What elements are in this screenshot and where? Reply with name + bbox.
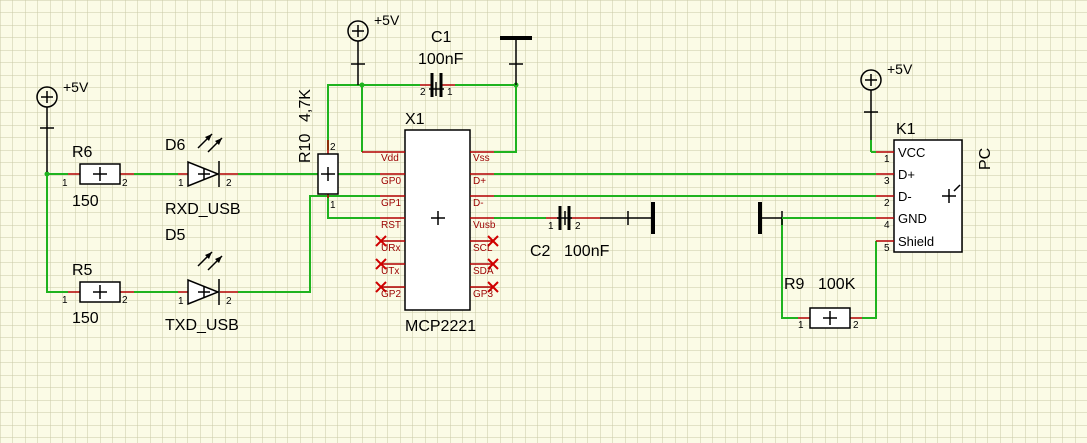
- connector-k1[interactable]: 1 3 2 4 5 VCC D+ D- GND Shield K1 PC: [876, 121, 994, 254]
- ic-x1[interactable]: Vdd GP0 GP1 RST URx UTx GP2 Vss D+ D- Vu…: [362, 111, 499, 335]
- c1-ref: C1: [431, 29, 452, 46]
- pin-name: SDA: [473, 266, 494, 277]
- pin-name: GND: [898, 211, 927, 226]
- r6-value: 150: [72, 193, 99, 210]
- d5-value: TXD_USB: [165, 317, 239, 334]
- d6-value: RXD_USB: [165, 201, 241, 218]
- pin-number: 2: [575, 221, 581, 232]
- pin-name: GP0: [381, 176, 401, 187]
- pin-name: Shield: [898, 234, 934, 249]
- pin-name: D-: [473, 198, 484, 209]
- pin-number: 1: [62, 295, 68, 306]
- pin-name: Vusb: [473, 220, 496, 231]
- wire-r10-vdd[interactable]: [327, 84, 420, 150]
- wires: [46, 84, 877, 319]
- pin-number: 5: [884, 243, 890, 254]
- pin-name: D+: [473, 176, 486, 187]
- k1-value: PC: [977, 148, 994, 170]
- pin-name: SCL: [473, 243, 493, 254]
- d5-ref: D5: [165, 227, 186, 244]
- resistor-r10[interactable]: 2 1 R10 4,7K: [297, 89, 339, 211]
- power-symbol-left[interactable]: +5V: [36, 79, 89, 172]
- junction-dot: [44, 171, 50, 177]
- pin-name: VCC: [898, 145, 925, 160]
- power-label-left: +5V: [63, 79, 89, 95]
- pin-number: 2: [122, 178, 128, 189]
- junction-dot: [359, 82, 365, 88]
- ground-symbol-c2[interactable]: [600, 202, 655, 234]
- light-arrows-icon: [197, 251, 223, 271]
- ground-symbol-k1[interactable]: [758, 202, 876, 234]
- power-label-mid: +5V: [374, 12, 400, 28]
- wire-vss-gnd[interactable]: [494, 85, 517, 153]
- r10-ref: R10: [297, 134, 314, 163]
- ic-left-pin-stubs: [362, 151, 405, 288]
- led-d6[interactable]: 1 2 D6 RXD_USB: [165, 133, 241, 218]
- pin-number: 1: [798, 320, 804, 331]
- pin-name: RST: [381, 220, 401, 231]
- pin-number: 1: [548, 221, 554, 232]
- pin-number: 2: [420, 87, 426, 98]
- r9-value: 100K: [818, 276, 856, 293]
- pin-name: GP3: [473, 289, 493, 300]
- resistor-r5[interactable]: 1 2 R5 150: [62, 262, 134, 327]
- d6-ref: D6: [165, 137, 186, 154]
- r6-ref: R6: [72, 144, 93, 161]
- wire-r9-left[interactable]: [781, 218, 798, 319]
- c2-value: 100nF: [564, 243, 610, 260]
- pin-name: GP2: [381, 289, 401, 300]
- pin-number: 3: [884, 176, 890, 187]
- resistor-r9[interactable]: 1 2 R9 100K: [784, 276, 862, 331]
- x1-value: MCP2221: [405, 318, 476, 335]
- pin-number: 2: [330, 142, 336, 153]
- pin-number: 2: [884, 198, 890, 209]
- power-symbol-mid[interactable]: +5V: [347, 12, 400, 85]
- pin-name: GP1: [381, 198, 401, 209]
- pin-name: URx: [381, 243, 400, 254]
- pin-name: Vdd: [381, 153, 399, 164]
- k1-ref: K1: [896, 121, 916, 138]
- pin-name: UTx: [381, 266, 399, 277]
- pin-name: D+: [898, 167, 915, 182]
- ground-symbol-top[interactable]: [500, 36, 532, 85]
- pin-number: 1: [178, 178, 184, 189]
- pin-number: 1: [884, 154, 890, 165]
- pin-number: 4: [884, 220, 890, 231]
- pin-number: 1: [447, 87, 453, 98]
- pin-number: 2: [853, 320, 859, 331]
- r10-value: 4,7K: [297, 89, 314, 122]
- capacitor-c1[interactable]: 2 1 C1 100nF: [418, 29, 464, 98]
- resistor-r6[interactable]: 1 2 R6 150: [62, 144, 134, 210]
- wire-left-rail[interactable]: [46, 172, 68, 293]
- no-connect-icon: [375, 235, 499, 293]
- connector-pin-stubs: [876, 151, 894, 242]
- capacitor-c2[interactable]: 1 2 C2 100nF: [530, 206, 610, 260]
- pin-number: 1: [330, 200, 336, 211]
- led-d5[interactable]: 1 2 D5 TXD_USB: [165, 227, 239, 334]
- wire-r9-right[interactable]: [862, 241, 877, 319]
- light-arrows-icon: [197, 133, 223, 153]
- pin-number: 1: [62, 178, 68, 189]
- pin-number: 1: [178, 296, 184, 307]
- r5-ref: R5: [72, 262, 93, 279]
- pin-number: 2: [226, 296, 232, 307]
- power-label-right: +5V: [887, 61, 913, 77]
- pin-number: 2: [122, 295, 128, 306]
- pin-name: Vss: [473, 153, 490, 164]
- r9-ref: R9: [784, 276, 805, 293]
- ic-right-pin-stubs: [470, 151, 494, 288]
- r5-value: 150: [72, 310, 99, 327]
- c2-ref: C2: [530, 243, 551, 260]
- x1-ref: X1: [405, 111, 425, 128]
- pin-number: 2: [226, 178, 232, 189]
- power-symbol-right[interactable]: +5V: [860, 61, 913, 153]
- pin-name: D-: [898, 189, 912, 204]
- wire-r10-rst[interactable]: [327, 196, 380, 219]
- c1-value: 100nF: [418, 51, 464, 68]
- wire-d5-gp1[interactable]: [238, 195, 380, 293]
